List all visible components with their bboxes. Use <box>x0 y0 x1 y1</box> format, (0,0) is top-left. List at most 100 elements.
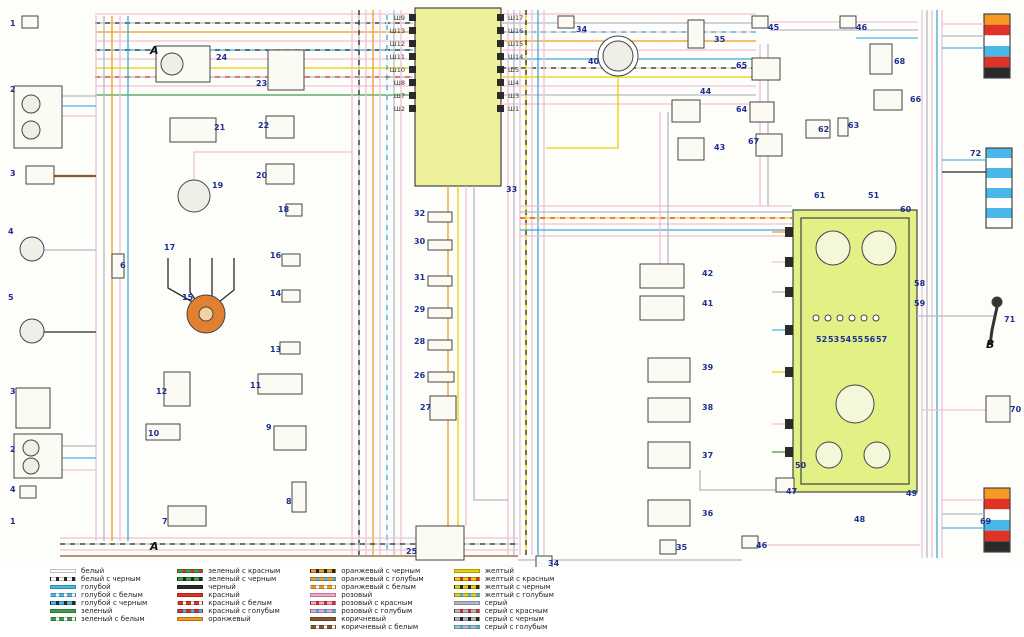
legend-item: коричневый <box>310 615 423 623</box>
wire-color-swatch <box>177 585 204 589</box>
component-box <box>21 15 39 29</box>
component-box <box>285 203 303 217</box>
component-number: 72 <box>970 149 981 158</box>
wire <box>167 258 197 305</box>
component-circle <box>836 314 844 322</box>
wire-color-swatch <box>177 601 204 605</box>
component-number: 48 <box>854 515 866 524</box>
wire-color-label: зеленый с красным <box>208 567 281 575</box>
wire <box>546 77 619 149</box>
wire-color-swatch <box>310 609 337 613</box>
component-number: 34 <box>576 25 588 34</box>
wire-color-swatch <box>310 601 337 605</box>
legend-item: серый с красным <box>453 607 555 615</box>
wire-color-label: серый с черным <box>484 615 544 623</box>
wire-color-swatch <box>453 601 480 605</box>
component-box <box>429 395 457 421</box>
component-number: 5 <box>8 293 14 302</box>
component-number: 12 <box>156 387 167 396</box>
component-circle <box>19 236 45 262</box>
block-connector-pad <box>497 27 504 34</box>
component-box <box>273 425 307 451</box>
wire-color-label: голубой с белым <box>81 591 143 599</box>
component-box <box>265 115 295 139</box>
connector-label: Ш11 <box>390 53 405 61</box>
rear-lamp-top-stripe <box>984 56 1010 68</box>
component-box <box>671 99 701 123</box>
block-connector-pad <box>497 79 504 86</box>
component-number: 46 <box>756 541 768 550</box>
connector-label: Ш10 <box>390 66 405 74</box>
connector-label: Ш3 <box>508 92 519 100</box>
component-box <box>257 373 303 395</box>
component-box <box>869 43 893 75</box>
component-box <box>741 535 759 549</box>
component-box <box>677 137 705 161</box>
legend-item: зеленый с белым <box>50 615 147 623</box>
wire-color-swatch <box>453 577 480 581</box>
component-circle <box>21 120 41 140</box>
wire-color-swatch <box>310 617 337 621</box>
component-box <box>837 117 849 137</box>
component-circle <box>19 318 45 344</box>
wire-color-label: желтый с черным <box>484 583 551 591</box>
wire-color-label: оранжевый <box>208 615 251 623</box>
component-number: 3 <box>10 387 16 396</box>
component-circle <box>860 314 868 322</box>
wire-color-label: зеленый <box>81 607 113 615</box>
component-box <box>687 19 705 49</box>
wire-color-label: серый с голубым <box>484 623 548 631</box>
legend-item: желтый <box>453 567 555 575</box>
legend-item: розовый с голубым <box>310 607 423 615</box>
block-connector-pad <box>409 53 416 60</box>
wire-color-label: оранжевый с белым <box>341 583 416 591</box>
block-connector-pad <box>409 66 416 73</box>
component-number: 44 <box>700 87 712 96</box>
connector-label: Ш14 <box>508 53 523 61</box>
rear-lamp-bottom-stripe <box>984 498 1010 510</box>
wire-color-label: коричневый с белым <box>341 623 419 631</box>
annotation-letter: А <box>149 540 159 553</box>
component-number: 25 <box>406 547 418 556</box>
rear-lamp-bottom-stripe <box>984 541 1010 552</box>
component-number: 39 <box>702 363 714 372</box>
component-number: 2 <box>10 445 16 454</box>
legend-item: белый с черным <box>50 575 147 583</box>
component-number: 32 <box>414 209 425 218</box>
component-circle <box>815 230 851 266</box>
component-number: 35 <box>676 543 688 552</box>
wire <box>473 186 508 501</box>
wire-color-swatch <box>177 577 204 581</box>
legend-item: зеленый с красным <box>177 567 280 575</box>
component-circle <box>861 230 897 266</box>
component-number: 13 <box>270 345 281 354</box>
wire-color-swatch <box>310 569 337 573</box>
component-number: 20 <box>256 171 268 180</box>
wire-color-label: белый <box>81 567 105 575</box>
component-number: 27 <box>420 403 431 412</box>
wire-color-swatch <box>50 617 76 621</box>
legend-item: красный с белым <box>177 599 280 607</box>
wire-color-swatch <box>310 625 337 629</box>
component-number: 23 <box>256 79 267 88</box>
wire-color-label: желтый <box>484 567 514 575</box>
wire <box>699 470 776 491</box>
block-connector-pad <box>409 79 416 86</box>
legend-item: серый <box>453 599 555 607</box>
component-box <box>281 253 301 267</box>
component-box <box>427 339 453 351</box>
component-number: 3 <box>10 169 16 178</box>
block-connector-pad <box>409 105 416 112</box>
component-number: 14 <box>270 289 282 298</box>
component-number: 60 <box>900 205 912 214</box>
component-box <box>13 85 63 149</box>
rear-lamp-top <box>983 13 1011 79</box>
wire-color-swatch <box>310 585 337 589</box>
component-box <box>775 477 795 493</box>
component-number: 66 <box>910 95 922 104</box>
wire-color-label: оранжевый с голубым <box>341 575 424 583</box>
component-number: 9 <box>266 423 272 432</box>
legend-item: желтый с красным <box>453 575 554 583</box>
connector-label: Ш1 <box>508 105 519 113</box>
wire-color-label: серый с красным <box>484 607 548 615</box>
